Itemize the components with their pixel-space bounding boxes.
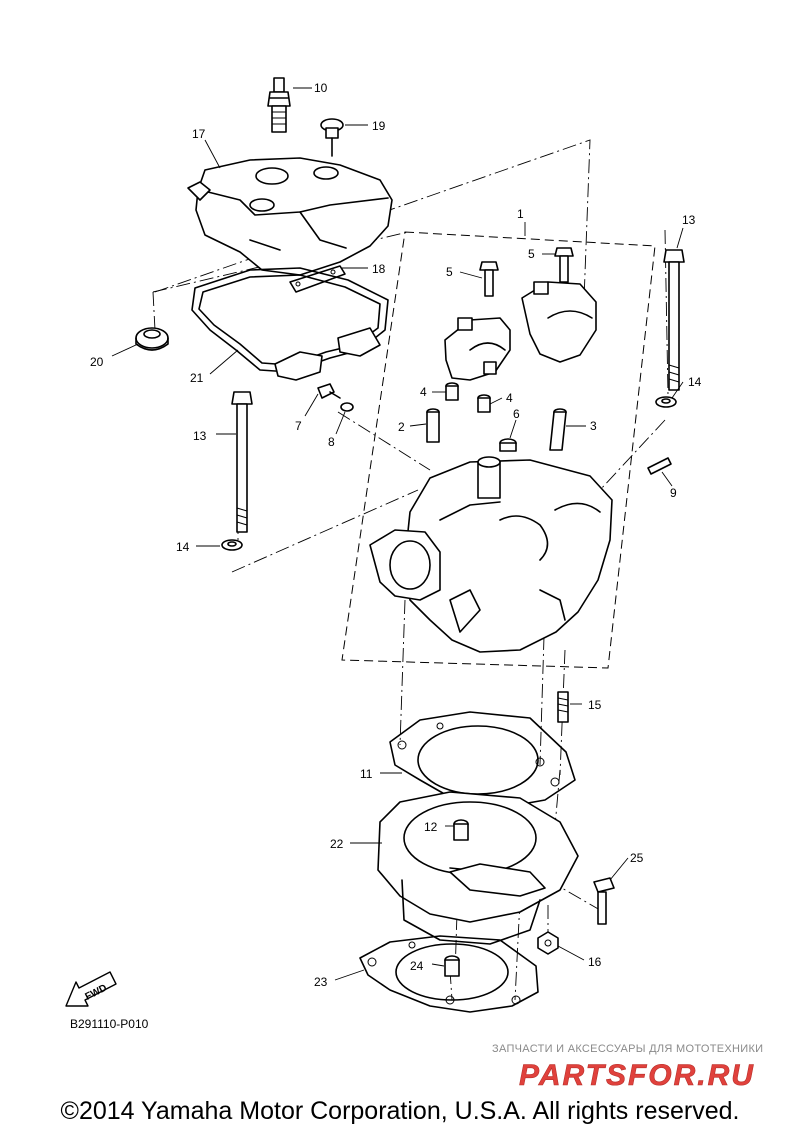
small-bolt (317, 383, 341, 399)
washer-right (655, 396, 677, 408)
callout-5-right: 5 (528, 247, 535, 261)
watermark-tagline: ЗАПЧАСТИ И АКСЕССУАРЫ ДЛЯ МОТОТЕХНИКИ (492, 1043, 764, 1055)
cap-bolt (320, 118, 344, 157)
callout-5-left: 5 (446, 265, 453, 279)
cam-cap-bolt-right (554, 247, 574, 283)
callout-13-right: 13 (682, 213, 696, 227)
flange-nut (537, 931, 559, 955)
callout-labels: 10 17 19 18 1 13 5 5 20 21 14 4 4 13 7 8… (90, 81, 702, 989)
callout-17: 17 (192, 127, 206, 141)
washer-left (221, 539, 243, 551)
callout-1: 1 (517, 207, 524, 221)
callout-12: 12 (424, 820, 438, 834)
callout-16: 16 (588, 955, 602, 969)
callout-21: 21 (190, 371, 204, 385)
watermark-logo: PARTSFOR.RU (519, 1059, 755, 1091)
stud-bolt-right (663, 249, 685, 391)
assembly-boundary (341, 231, 656, 669)
cylinder-head (369, 456, 613, 653)
cylinder-head-cover (187, 157, 393, 276)
callout-14-left: 14 (176, 540, 190, 554)
callout-19: 19 (372, 119, 386, 133)
oil-pipe-left (426, 408, 440, 443)
dowel-stud (557, 691, 569, 723)
leader-lines (111, 87, 684, 981)
callout-9: 9 (670, 486, 677, 500)
camshaft-cap-right (521, 281, 597, 363)
callout-24: 24 (410, 959, 424, 973)
plug-cap (499, 438, 517, 452)
cylinder-block (377, 791, 579, 945)
small-washer (340, 402, 354, 412)
callout-8: 8 (328, 435, 335, 449)
grommet (135, 327, 169, 351)
flange-bolt (593, 877, 615, 925)
callout-25: 25 (630, 851, 644, 865)
callout-22: 22 (330, 837, 344, 851)
callout-20: 20 (90, 355, 104, 369)
stud-bolt-left (231, 391, 253, 533)
spark-plug (267, 77, 291, 133)
callout-23: 23 (314, 975, 328, 989)
callout-7: 7 (295, 419, 302, 433)
dowel-pin-12 (453, 819, 469, 841)
stud (647, 457, 672, 475)
cam-cap-bolt-left (479, 261, 499, 297)
dowel-pin-24 (444, 955, 460, 977)
callout-4-left: 4 (420, 385, 427, 399)
callout-18: 18 (372, 262, 386, 276)
callout-13-left: 13 (193, 429, 207, 443)
oil-pipe-right (549, 408, 567, 451)
dowel-pin-left (445, 382, 459, 401)
callout-4-right: 4 (506, 391, 513, 405)
watermark-logo-text: PARTSFOR.RU (519, 1059, 755, 1091)
diagram-code: B291110-P010 (70, 1017, 149, 1031)
head-gasket (389, 711, 576, 809)
callout-14-right: 14 (688, 375, 702, 389)
fwd-arrow-icon: FWD (65, 971, 117, 1007)
callout-2: 2 (398, 420, 405, 434)
callout-11: 11 (360, 767, 373, 781)
callout-3: 3 (590, 419, 597, 433)
callout-10: 10 (314, 81, 328, 95)
callout-6: 6 (513, 407, 520, 421)
camshaft-cap-left (444, 317, 511, 381)
cover-gasket (191, 267, 389, 381)
callout-15: 15 (588, 698, 602, 712)
dowel-pin-right (477, 394, 491, 413)
copyright-notice: ©2014 Yamaha Motor Corporation, U.S.A. A… (60, 1097, 740, 1125)
base-gasket (359, 935, 539, 1013)
